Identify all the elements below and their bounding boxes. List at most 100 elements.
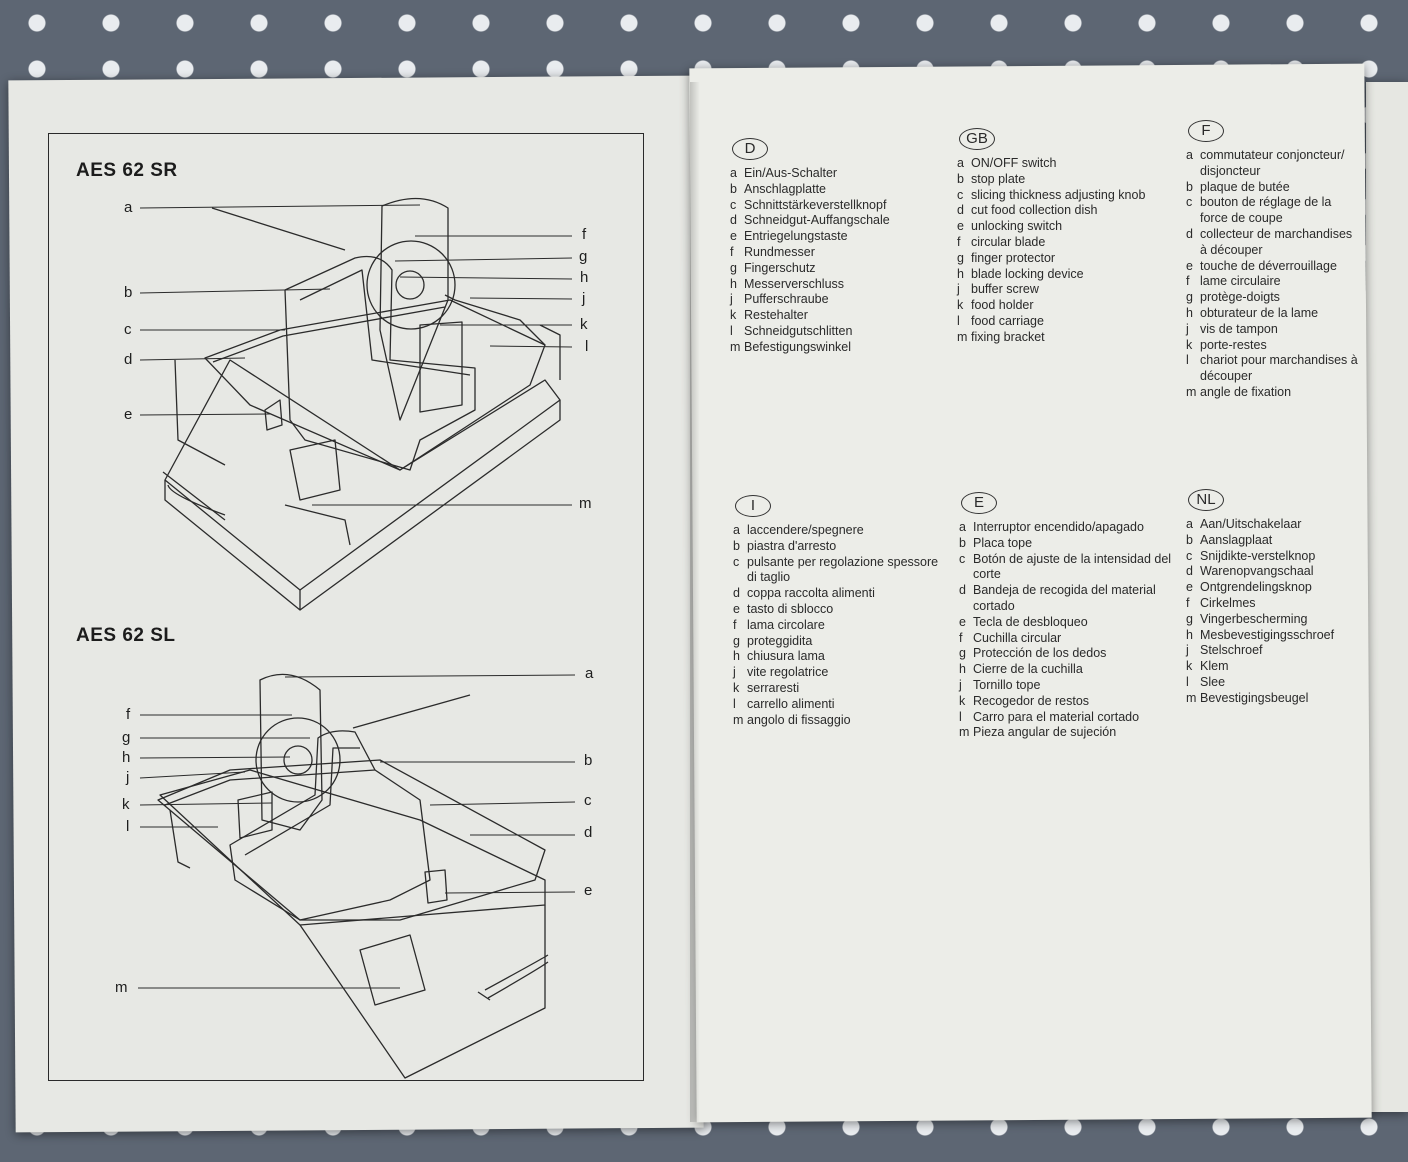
diagram-frame bbox=[48, 133, 644, 1081]
part-name: Schneidgutschlitten bbox=[744, 323, 853, 338]
part-key: e bbox=[959, 614, 966, 629]
callout-sr-e: e bbox=[124, 406, 133, 423]
part-key: a bbox=[1186, 148, 1193, 162]
part-name: angolo di fissaggio bbox=[747, 712, 851, 727]
part-name: Ein/Aus-Schalter bbox=[744, 166, 838, 180]
part-key: m bbox=[957, 329, 968, 344]
part-key: g bbox=[959, 646, 966, 661]
part-key: j bbox=[733, 665, 736, 680]
part-name: coppa raccolta alimenti bbox=[747, 586, 875, 601]
part-name: Botón de ajuste de la intensidad del cor… bbox=[973, 551, 1172, 582]
callout-sl-m: m bbox=[115, 979, 128, 996]
part-name: plaque de butée bbox=[1200, 179, 1290, 194]
part-name: cut food collection dish bbox=[971, 203, 1098, 218]
part-name: unlocking switch bbox=[971, 219, 1063, 234]
callout-sr-j: j bbox=[582, 290, 586, 307]
part-name: Placa tope bbox=[973, 535, 1033, 550]
part-key: k bbox=[733, 680, 740, 695]
part-name: slicing thickness adjusting knob bbox=[971, 187, 1146, 202]
part-name: Pufferschraube bbox=[744, 292, 829, 307]
part-name: angle de fixation bbox=[1200, 384, 1292, 399]
part-key: m bbox=[1186, 690, 1197, 705]
part-key: b bbox=[1186, 532, 1193, 547]
part-key: e bbox=[1186, 580, 1193, 595]
part-key: d bbox=[957, 203, 964, 218]
part-name: Cuchilla circular bbox=[973, 630, 1062, 645]
part-key: c bbox=[1186, 195, 1193, 210]
part-key: k bbox=[1186, 337, 1193, 352]
callout-sr-a: a bbox=[124, 199, 133, 216]
part-name: Slee bbox=[1200, 674, 1226, 689]
callout-sr-l: l bbox=[585, 338, 589, 355]
part-name: Cierre de la cuchilla bbox=[973, 662, 1083, 677]
part-name: ON/OFF switch bbox=[971, 156, 1057, 170]
part-item-d-l: l Schneidgutschlitten bbox=[730, 324, 945, 340]
part-key: j bbox=[1186, 321, 1189, 336]
part-name: buffer screw bbox=[971, 282, 1039, 297]
part-name: Messerverschluss bbox=[744, 276, 845, 291]
callout-sr-b: b bbox=[124, 284, 133, 301]
part-key: j bbox=[957, 282, 960, 297]
lang-badge-nl: NL bbox=[1188, 489, 1224, 511]
callout-sl-c: c bbox=[584, 792, 592, 809]
part-key: b bbox=[957, 171, 964, 186]
callout-sl-f: f bbox=[126, 706, 131, 723]
part-key: c bbox=[733, 554, 740, 569]
part-name: Rundmesser bbox=[744, 244, 815, 259]
lang-badge-d: D bbox=[732, 138, 768, 160]
part-key: g bbox=[1186, 611, 1193, 626]
part-name: collecteur de marchandises à découper bbox=[1200, 226, 1353, 257]
callout-sr-c: c bbox=[124, 321, 132, 338]
part-name: porte-restes bbox=[1200, 337, 1267, 352]
part-key: k bbox=[730, 308, 737, 323]
next-page-edge bbox=[1366, 82, 1408, 1112]
part-key: j bbox=[959, 677, 962, 692]
part-key: l bbox=[730, 323, 733, 338]
part-key: l bbox=[1186, 353, 1189, 368]
part-key: a bbox=[1186, 517, 1193, 531]
part-name: food carriage bbox=[971, 313, 1044, 328]
part-name: lame circulaire bbox=[1200, 274, 1281, 289]
part-name: fixing bracket bbox=[971, 329, 1045, 344]
part-key: c bbox=[730, 197, 737, 212]
part-key: g bbox=[730, 260, 737, 275]
part-key: c bbox=[959, 551, 966, 566]
part-key: f bbox=[733, 617, 737, 632]
part-item-gb-j: j buffer screw bbox=[957, 282, 1172, 298]
part-key: j bbox=[730, 292, 733, 307]
callout-sl-g: g bbox=[122, 729, 131, 746]
lang-badge-e: E bbox=[961, 492, 997, 514]
part-name: Bevestigingsbeugel bbox=[1200, 690, 1309, 705]
part-key: f bbox=[730, 244, 734, 259]
part-name: Aanslagplaat bbox=[1200, 532, 1273, 547]
